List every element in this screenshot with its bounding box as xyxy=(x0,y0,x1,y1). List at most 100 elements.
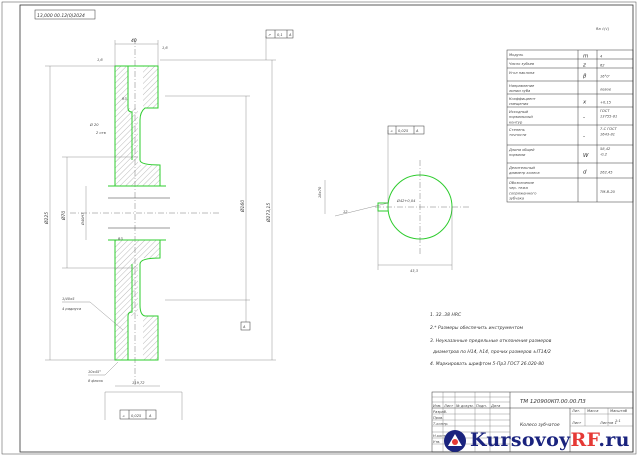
dim-d-outer: Ø225 xyxy=(43,212,50,225)
note-1: 1. 32..38 HRC xyxy=(430,312,462,318)
watermark-tld: RF xyxy=(570,429,599,451)
tolerance-frame-section xyxy=(387,125,425,135)
param-label: контур xyxy=(509,120,523,124)
param-symbol: W xyxy=(583,153,589,159)
dim-r2: R3 xyxy=(118,237,123,241)
param-label: Коэффициент xyxy=(509,97,537,101)
tb-lit: Лит. xyxy=(571,409,580,413)
datum-marker-text: A xyxy=(242,325,246,329)
param-label: нормальный xyxy=(509,115,533,119)
note-2: 2.* Размеры обеспечить инструментом xyxy=(430,325,524,331)
tb-part-name: Колесо зубчатое xyxy=(520,422,560,428)
datum-marker xyxy=(240,321,251,331)
note-3: 3. Неуказанные предельные отклонения раз… xyxy=(430,338,552,344)
param-symbol: z xyxy=(582,63,586,69)
param-label: зубчака xyxy=(509,197,524,201)
tolerance-section-symbol: ⌯ xyxy=(390,129,394,133)
tolerance-bottom-symbol: ⌯ xyxy=(122,414,126,418)
dim-hub-w1: Ø 20 xyxy=(89,122,99,127)
param-label: сопряженного xyxy=(509,191,537,195)
tolerance-frame-top xyxy=(265,29,294,39)
tb-col-list: Лист xyxy=(443,404,454,408)
sheet-inner-frame xyxy=(19,4,634,453)
param-label: Исходный xyxy=(509,110,529,114)
param-value: 4 xyxy=(600,55,603,59)
tb-mass: Масса xyxy=(587,409,598,413)
top-left-stamp: 13,000 00.12(0)2024 xyxy=(34,9,96,20)
param-symbol: x xyxy=(582,100,587,106)
param-symbol: d xyxy=(583,170,587,176)
dim-d-bore: Ø40H7 xyxy=(80,212,85,226)
param-value: ГОСТ xyxy=(600,109,610,113)
dim-chamfer-top-r: 1,6 xyxy=(162,46,168,50)
param-label: диаметр колеса xyxy=(508,171,540,175)
param-value: 62 xyxy=(600,64,605,68)
rim-note-2: 4 радиуса xyxy=(62,307,81,311)
tb-role-ncontr: Н.контр. xyxy=(433,434,449,438)
dim-hub-w2: 2 отв xyxy=(96,131,106,135)
param-value: -0,2 xyxy=(600,153,608,157)
tb-col-date: Дата xyxy=(490,404,500,408)
dim-sec-h: 18x70 xyxy=(318,186,322,198)
site-watermark: KursovoyRF.ru xyxy=(440,426,640,457)
tolerance-top-value: 0,1 xyxy=(277,33,283,37)
param-value: 262,45 xyxy=(600,171,613,175)
dim-bottom-len: 119,72 xyxy=(132,381,145,385)
tb-col-doc: № докум. xyxy=(455,404,474,408)
param-label: линии зуба xyxy=(508,89,530,93)
tb-role-approve: Утв. xyxy=(433,440,441,444)
param-value: 7-С ГОСТ xyxy=(600,127,618,131)
tolerance-top-symbol: ↗ xyxy=(268,33,271,37)
dim-d-hub: Ø70 xyxy=(60,211,67,221)
gear-section-view: 40 1,6 1,6 R3 R3 Ø 20 2 отв Ø225 Ø70 Ø40… xyxy=(43,29,294,420)
dim-d-tip: Ø273,15 xyxy=(265,203,272,223)
dim-r1: R3 xyxy=(122,97,127,101)
param-label: смещения xyxy=(509,102,529,106)
chamfer-note-2: 8 фасок xyxy=(88,379,104,383)
tb-doc-code: ТМ 120900КП.00.00.П3 xyxy=(520,399,586,405)
watermark-brand: Kursovoy xyxy=(470,429,571,451)
param-value: левое xyxy=(599,88,612,92)
tolerance-section-datum: A xyxy=(415,129,419,133)
param-value: 1643-81 xyxy=(600,133,615,137)
param-label: чер- тежа xyxy=(509,186,528,190)
tb-role-check: Пров. xyxy=(433,416,443,420)
rim-note-1: 1/40x5 xyxy=(62,297,75,301)
dim-chamfer-top: 1,6 xyxy=(97,58,103,62)
stamp-text: 13,000 00.12(0)2024 xyxy=(37,13,85,19)
tolerance-frame-bottom xyxy=(119,409,157,420)
param-value: 58,42 xyxy=(600,147,611,151)
watermark-logo-icon xyxy=(444,430,466,452)
tb-sheets: Листов 1 xyxy=(599,421,617,425)
param-symbol: β xyxy=(583,74,587,80)
param-label: Угол наклона xyxy=(509,71,535,75)
tb-scale: Масштаб xyxy=(610,409,628,413)
tb-sheet: Лист xyxy=(571,421,582,425)
param-label: Степень xyxy=(509,128,525,132)
param-label: точности xyxy=(509,133,527,137)
watermark-suffix: .ru xyxy=(598,429,630,451)
tb-role-dev: Разраб. xyxy=(433,410,447,414)
param-label: Число зубьев xyxy=(509,62,534,66)
tb-role-tcontr: Т.контр. xyxy=(433,422,449,426)
note-4: 4. Маркировать шрифтом 5-Пр3 ГОСТ 26.020… xyxy=(430,361,544,367)
tb-col-izm: Изм. xyxy=(433,404,441,408)
note-3-cont: диаметров по H14, h14, прочих размеров ±… xyxy=(432,349,551,355)
param-label: Модуль xyxy=(509,53,523,57)
param-value: 16°0' xyxy=(600,75,610,79)
param-symbol: - xyxy=(583,115,585,121)
technical-notes: 1. 32..38 HRC 2.* Размеры обеспечить инс… xyxy=(430,312,552,367)
gear-outline xyxy=(114,65,161,187)
tolerance-bottom-value: 0,025 xyxy=(131,414,142,418)
param-value: ТМ-В-20 xyxy=(600,190,616,194)
param-label: Обозначение xyxy=(509,181,535,185)
chamfer-note-1: 10x45° xyxy=(88,370,101,374)
param-label: Делительный xyxy=(508,166,536,170)
watermark-text: KursovoyRF.ru xyxy=(470,429,630,451)
tolerance-section-value: 0,025 xyxy=(398,129,409,133)
dim-d-rim: Ø160 xyxy=(239,200,246,213)
roughness-mark: Ra √(√) xyxy=(596,27,610,31)
